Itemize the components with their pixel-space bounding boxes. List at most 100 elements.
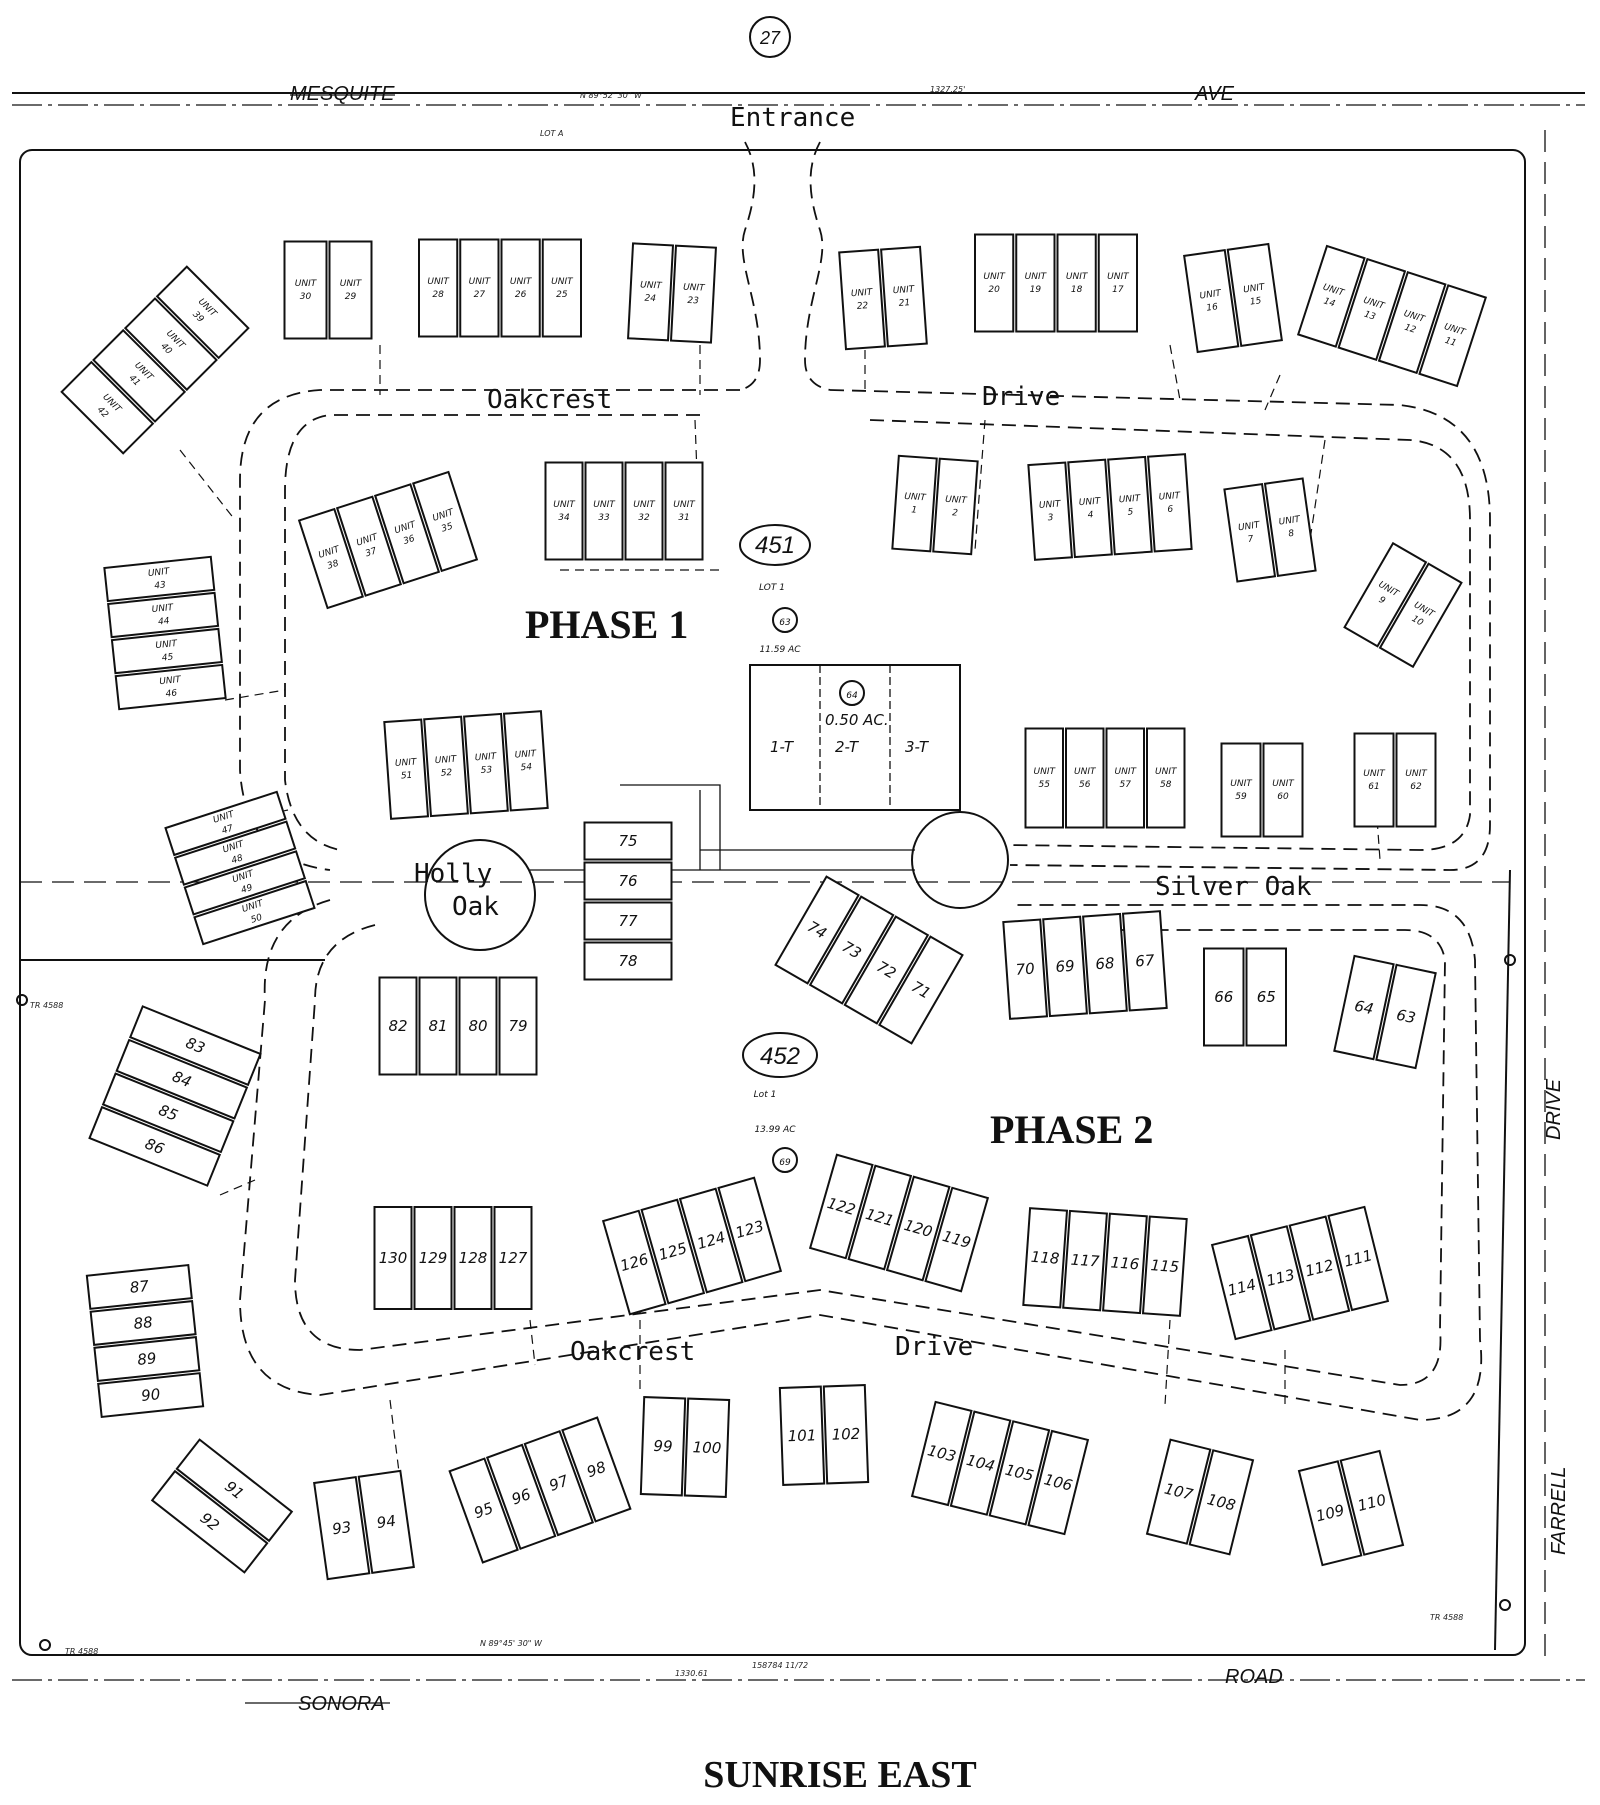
unit-number-label: 15: [1249, 296, 1262, 308]
unit-number-label: 86: [142, 1134, 166, 1158]
unit-114: [1210, 1234, 1273, 1341]
unit-number-label: 127: [499, 1249, 528, 1267]
unit-prefix-label: UNIT: [904, 492, 928, 504]
unit-117: [1062, 1209, 1108, 1312]
unit-10: [1378, 562, 1463, 669]
unit-prefix-label: UNIT: [510, 277, 533, 287]
property-boundary: [12, 92, 1585, 1681]
unit-prefix-label: UNIT: [1230, 779, 1253, 789]
unit-29: [328, 240, 373, 340]
unit-prefix-label: UNIT: [1155, 767, 1178, 777]
unit-118: [1022, 1207, 1069, 1309]
unit-81: [418, 976, 458, 1076]
unit-prefix-label: UNIT: [683, 283, 706, 294]
unit-112: [1288, 1215, 1351, 1321]
unit-prefix-label: UNIT: [514, 749, 538, 761]
unit-21: [880, 245, 928, 348]
unit-prefix-label: UNIT: [159, 675, 183, 687]
unit-33: [584, 461, 624, 561]
unit-11: [1418, 284, 1488, 388]
unit-27: [459, 238, 500, 338]
unit-prefix-label: UNIT: [395, 757, 419, 769]
unit-36: [373, 483, 441, 585]
unit-prefix-label: UNIT: [1199, 288, 1223, 301]
unit-number-label: 53: [480, 765, 492, 776]
unit-number-label: 35: [440, 522, 454, 535]
unit-prefix-label: UNIT: [1405, 769, 1428, 779]
unit-number-label: 62: [1410, 782, 1422, 792]
unit-47: [164, 790, 287, 857]
lot-1-south: Lot 1: [754, 1090, 777, 1100]
unit-number-label: 14: [1322, 296, 1336, 309]
unit-prefix-label: UNIT: [427, 277, 450, 287]
unit-39: [155, 265, 250, 360]
street-drive-east: DRIVE: [1543, 1078, 1565, 1140]
unit-84: [115, 1038, 249, 1120]
unit-59: [1220, 742, 1262, 838]
unit-68: [1082, 912, 1128, 1015]
unit-number-label: 9: [1377, 595, 1387, 607]
unit-23: [669, 244, 717, 344]
roads: [239, 141, 1491, 1421]
lot-2t-label: 2-T: [835, 738, 860, 756]
unit-34: [544, 461, 584, 561]
unit-number-label: 90: [140, 1385, 161, 1405]
recording-number: 158784 11/72: [752, 1661, 808, 1670]
unit-prefix-label: UNIT: [147, 567, 171, 579]
unit-number-label: 54: [520, 762, 532, 773]
lot-1-north: LOT 1: [759, 583, 785, 593]
unit-66: [1203, 947, 1245, 1047]
unit-122: [808, 1153, 874, 1260]
lot-1t-label: 1-T: [770, 738, 795, 756]
unit-104: [949, 1410, 1012, 1516]
unit-64: [1333, 954, 1395, 1061]
unit-number-label: 12: [1403, 323, 1417, 336]
unit-number-label: 31: [678, 513, 689, 523]
unit-prefix-label: UNIT: [983, 272, 1006, 282]
unit-number-label: 49: [240, 883, 254, 896]
tract-west: TR 4588: [30, 1001, 63, 1010]
unit-number-label: 81: [428, 1017, 447, 1035]
unit-prefix-label: UNIT: [1107, 272, 1130, 282]
parcel-63: 63: [779, 618, 791, 628]
street-holly: Holly: [414, 859, 492, 889]
parcel-451: 451: [755, 532, 795, 559]
survey-annotations: N 89°52' 30" W 1327.25' LOT A N 89°45' 3…: [30, 85, 1463, 1678]
unit-99: [639, 1396, 687, 1497]
unit-106: [1027, 1429, 1090, 1536]
unit-56: [1065, 727, 1105, 829]
unit-126: [601, 1209, 667, 1316]
unit-54: [502, 710, 549, 812]
unit-17: [1097, 233, 1138, 333]
unit-125: [640, 1198, 706, 1305]
parcel-markers: 27 451 LOT 1 63 11.59 AC 64 452 Lot 1 13…: [739, 16, 865, 1173]
unit-number-label: 65: [1257, 988, 1276, 1006]
acreage-south: 13.99 AC: [754, 1125, 796, 1135]
unit-7: [1223, 483, 1277, 583]
unit-103: [910, 1400, 973, 1507]
unit-number-label: 99: [653, 1437, 673, 1456]
unit-58: [1146, 727, 1186, 829]
unit-25: [541, 238, 582, 338]
unit-70: [1002, 918, 1049, 1020]
unit-88: [89, 1300, 197, 1346]
unit-prefix-label: UNIT: [474, 752, 498, 764]
unit-53: [463, 712, 509, 815]
unit-number-label: 48: [230, 853, 244, 866]
unit-127: [493, 1206, 533, 1310]
unit-110: [1339, 1449, 1405, 1556]
unit-number-label: 61: [1368, 782, 1379, 792]
unit-78: [583, 941, 673, 981]
unit-73: [808, 895, 895, 1005]
unit-number-label: 16: [1206, 302, 1219, 314]
